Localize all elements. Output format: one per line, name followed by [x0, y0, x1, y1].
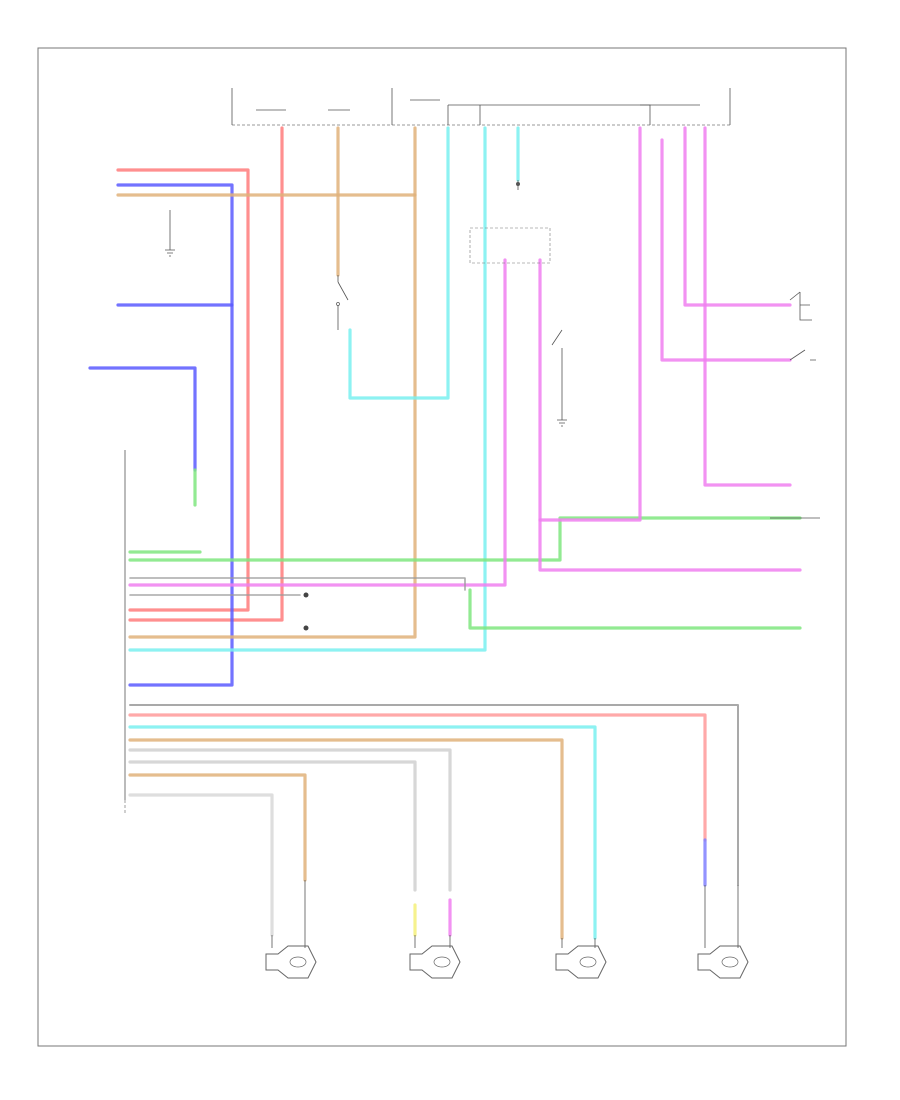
- splice-icon: [303, 592, 309, 631]
- wire-pink-6: [703, 126, 792, 487]
- wire-lgray-speaker: [128, 748, 452, 892]
- wire-blue-3: [88, 366, 197, 472]
- wire-pink-1: [128, 258, 507, 587]
- ground-icon: [557, 360, 567, 427]
- wire-pink-2: [538, 258, 802, 572]
- wire-cyan-1: [348, 126, 450, 400]
- wire-cyan-speaker: [128, 725, 597, 940]
- speaker-right-rear: [265, 945, 317, 979]
- wire-pink-4: [683, 126, 792, 307]
- wire-gray-1: [129, 577, 466, 591]
- wire-lgray-3: [128, 793, 274, 937]
- ground-icon: [516, 180, 520, 190]
- wire-red-2: [116, 168, 250, 612]
- switch-icon: [336, 275, 349, 330]
- speaker-right-front: [409, 945, 461, 979]
- fuse-box-header: [231, 88, 731, 126]
- component-right-boxes: [770, 292, 820, 519]
- wire-tan-2: [128, 126, 417, 639]
- wire-gray-3: [129, 704, 739, 886]
- wire-red-speaker: [128, 713, 707, 842]
- wire-green-3: [468, 588, 802, 630]
- wires: [88, 126, 802, 940]
- wire-cyan-2: [128, 126, 487, 652]
- wire-red-main: [128, 126, 284, 622]
- wire-lgray-2: [128, 760, 417, 892]
- wire-green-long: [128, 516, 802, 562]
- switch-icon: [551, 329, 563, 360]
- speaker-left-front: [555, 945, 607, 979]
- wire-pink-5: [660, 138, 792, 362]
- switch-icon: [789, 291, 810, 306]
- relay-block: [469, 227, 551, 264]
- diagram-frame: [37, 47, 847, 1047]
- wire-tan-speaker: [128, 738, 564, 940]
- wire-tan-speaker-2: [128, 773, 307, 882]
- ground-icon: [165, 210, 175, 257]
- switch-icon: [789, 349, 816, 361]
- speaker-left-rear: [697, 945, 749, 979]
- wire-blue-main: [116, 183, 234, 687]
- speaker-leads: [271, 880, 739, 948]
- wire-pink-3: [538, 126, 642, 522]
